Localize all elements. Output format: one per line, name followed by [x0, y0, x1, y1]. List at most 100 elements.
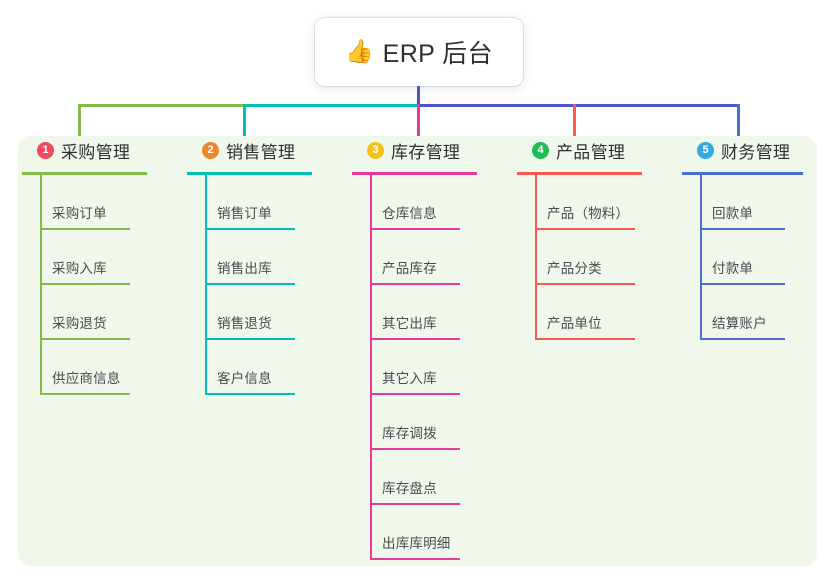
branch-spine [205, 175, 207, 395]
branch-item-label: 库存盘点 [382, 481, 437, 496]
branch-item[interactable]: 其它出库 [348, 285, 477, 340]
branch-item-list: 采购订单采购入库采购退货供应商信息 [18, 175, 147, 395]
branch-item[interactable]: 产品（物料） [513, 175, 642, 230]
branch-item-label: 供应商信息 [52, 371, 121, 386]
drop-connector-2 [243, 104, 246, 142]
branch-spine [40, 175, 42, 395]
branch-item[interactable]: 采购入库 [18, 230, 147, 285]
branch-item-label: 销售出库 [217, 261, 272, 276]
branch-number-badge: 1 [37, 141, 54, 159]
branch-item[interactable]: 销售订单 [183, 175, 312, 230]
branch-item-underline [40, 283, 130, 285]
branch-item[interactable]: 出库库明细 [348, 505, 477, 560]
branch-item-underline [700, 283, 785, 285]
branch-header-1[interactable]: 1 采购管理 [18, 136, 147, 164]
root-trunk-connector [417, 86, 420, 107]
branch-item[interactable]: 结算账户 [678, 285, 803, 340]
branch-item[interactable]: 回款单 [678, 175, 803, 230]
bus-segment-1 [78, 104, 243, 107]
branch-item-underline [40, 338, 130, 340]
thumbs-up-icon: 👍 [345, 37, 374, 64]
branch-item-label: 产品单位 [547, 316, 602, 331]
root-node-card[interactable]: 👍 ERP 后台 [315, 18, 523, 86]
branch-item[interactable]: 销售退货 [183, 285, 312, 340]
drop-connector-4 [573, 104, 576, 142]
branch-item[interactable]: 采购退货 [18, 285, 147, 340]
branch-title: 采购管理 [61, 142, 131, 162]
branch-item-list: 销售订单销售出库销售退货客户信息 [183, 175, 312, 395]
branch-item-label: 销售退货 [217, 316, 272, 331]
branch-item-label: 结算账户 [712, 316, 767, 331]
branch-item-label: 产品分类 [547, 261, 602, 276]
branch-number-badge: 5 [697, 141, 714, 159]
branch-item-underline [370, 448, 460, 450]
branch-item-list: 回款单付款单结算账户 [678, 175, 803, 340]
branch-column-5: 5 财务管理回款单付款单结算账户 [678, 136, 803, 340]
branch-item-label: 付款单 [712, 261, 754, 276]
branch-underline [187, 172, 312, 175]
branch-item-underline [370, 393, 460, 395]
bus-segment-2 [243, 104, 419, 107]
branch-item[interactable]: 采购订单 [18, 175, 147, 230]
branch-spine [700, 175, 702, 340]
branch-header-3[interactable]: 3 库存管理 [348, 136, 477, 164]
branch-item-label: 出库库明细 [382, 536, 451, 551]
branch-item[interactable]: 供应商信息 [18, 340, 147, 395]
branch-number-badge: 2 [202, 141, 219, 159]
drop-connector-3 [417, 104, 420, 142]
branch-item-label: 产品库存 [382, 261, 437, 276]
branch-title: 产品管理 [556, 142, 626, 162]
branch-item-label: 采购入库 [52, 261, 107, 276]
branch-header-5[interactable]: 5 财务管理 [678, 136, 803, 164]
branch-underline [22, 172, 147, 175]
branch-title: 库存管理 [391, 142, 461, 162]
branch-item-underline [370, 558, 460, 560]
branch-item-underline [40, 228, 130, 230]
branch-spine [535, 175, 537, 340]
branch-title: 销售管理 [226, 142, 296, 162]
branch-column-2: 2 销售管理销售订单销售出库销售退货客户信息 [183, 136, 312, 395]
branch-item-underline [205, 338, 295, 340]
branch-item-underline [205, 393, 295, 395]
branch-item-underline [370, 283, 460, 285]
branch-item[interactable]: 库存盘点 [348, 450, 477, 505]
branch-column-3: 3 库存管理仓库信息产品库存其它出库其它入库库存调拨库存盘点出库库明细 [348, 136, 477, 560]
branch-item-label: 采购退货 [52, 316, 107, 331]
root-node-content: 👍 ERP 后台 [345, 34, 493, 70]
branch-item-underline [370, 228, 460, 230]
branch-item-underline [700, 338, 785, 340]
branch-underline [517, 172, 642, 175]
branch-title: 财务管理 [721, 142, 791, 162]
branch-item[interactable]: 付款单 [678, 230, 803, 285]
branch-item[interactable]: 产品分类 [513, 230, 642, 285]
bus-segment-3 [417, 104, 740, 107]
branch-item[interactable]: 销售出库 [183, 230, 312, 285]
branch-item-label: 客户信息 [217, 371, 272, 386]
branch-column-1: 1 采购管理采购订单采购入库采购退货供应商信息 [18, 136, 147, 395]
branch-item-label: 采购订单 [52, 206, 107, 221]
branch-item[interactable]: 其它入库 [348, 340, 477, 395]
branch-item-list: 仓库信息产品库存其它出库其它入库库存调拨库存盘点出库库明细 [348, 175, 477, 560]
branch-item-label: 产品（物料） [547, 206, 630, 221]
branch-item-label: 仓库信息 [382, 206, 437, 221]
branch-item[interactable]: 客户信息 [183, 340, 312, 395]
branch-underline [682, 172, 803, 175]
branch-item[interactable]: 产品库存 [348, 230, 477, 285]
branch-spine [370, 175, 372, 560]
branches-panel: 1 采购管理采购订单采购入库采购退货供应商信息 2 销售管理销售订单销售出库销售退货客… [18, 136, 817, 566]
branch-item-underline [535, 283, 635, 285]
branch-item[interactable]: 仓库信息 [348, 175, 477, 230]
branch-item-underline [40, 393, 130, 395]
branch-item-label: 回款单 [712, 206, 754, 221]
branch-item-underline [535, 228, 635, 230]
branch-header-2[interactable]: 2 销售管理 [183, 136, 312, 164]
branch-underline [352, 172, 477, 175]
branch-number-badge: 3 [367, 141, 384, 159]
branch-item-list: 产品（物料） 产品分类产品单位 [513, 175, 642, 340]
branch-item-label: 库存调拨 [382, 426, 437, 441]
drop-connector-1 [78, 104, 81, 142]
branch-item[interactable]: 产品单位 [513, 285, 642, 340]
branch-item[interactable]: 库存调拨 [348, 395, 477, 450]
